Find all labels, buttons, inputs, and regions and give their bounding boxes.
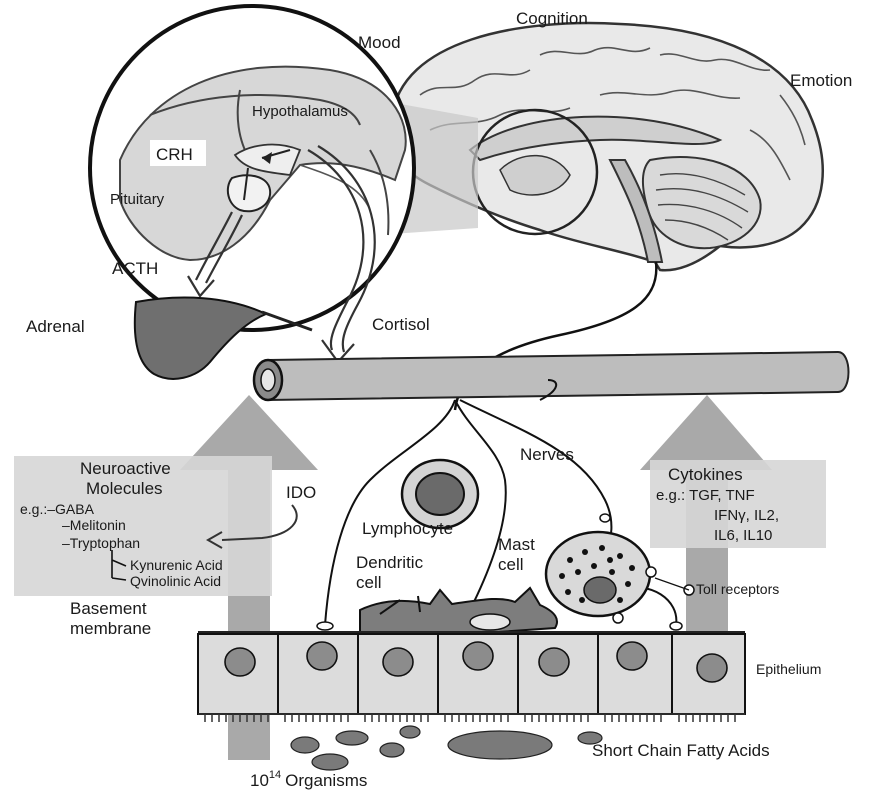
label-ido: IDO <box>286 483 316 502</box>
label-cognition: Cognition <box>516 9 588 28</box>
label-pituitary: Pituitary <box>110 191 165 208</box>
label-epithelium: Epithelium <box>756 661 821 677</box>
label-mast-cell-2: cell <box>498 555 524 574</box>
label-toll-receptors: Toll receptors <box>696 581 779 597</box>
adrenal-gland <box>135 298 266 379</box>
label-mood: Mood <box>358 33 401 52</box>
dendritic-cell <box>360 588 557 636</box>
neuroactive-item-gaba: e.g.:–GABA <box>20 501 95 517</box>
label-short-chain-fatty-acids: Short Chain Fatty Acids <box>592 741 770 760</box>
neuroactive-title-2: Molecules <box>86 479 163 498</box>
label-emotion: Emotion <box>790 71 852 90</box>
label-cortisol: Cortisol <box>372 315 430 334</box>
neuroactive-item-kynurenic: Kynurenic Acid <box>130 557 223 573</box>
cytokines-title: Cytokines <box>668 465 743 484</box>
label-dendritic-cell-1: Dendritic <box>356 553 424 572</box>
label-dendritic-cell-2: cell <box>356 573 382 592</box>
lymphocyte <box>402 460 478 528</box>
cytokines-line-2: IFNγ, IL2, <box>714 507 779 524</box>
label-crh: CRH <box>156 145 193 164</box>
label-mast-cell-1: Mast <box>498 535 535 554</box>
mast-cell <box>546 532 650 616</box>
epithelium-cells <box>198 634 745 714</box>
neuroactive-item-melitonin: –Melitonin <box>62 517 126 533</box>
neuroactive-title-1: Neuroactive <box>80 459 171 478</box>
gut-bacteria <box>291 726 602 770</box>
label-basement-membrane-2: membrane <box>70 619 151 638</box>
hypothalamus-inset <box>90 6 414 330</box>
label-lymphocyte: Lymphocyte <box>362 519 453 538</box>
cytokines-line-1: e.g.: TGF, TNF <box>656 487 755 504</box>
label-nerves: Nerves <box>520 445 574 464</box>
label-adrenal: Adrenal <box>26 317 85 336</box>
cytokines-line-3: IL6, IL10 <box>714 527 772 544</box>
label-basement-membrane-1: Basement <box>70 599 147 618</box>
neuroactive-item-tryptophan: –Tryptophan <box>62 535 140 551</box>
label-acth: ACTH <box>112 259 158 278</box>
microvilli <box>198 714 745 722</box>
neuroactive-item-qvinolinic: Qvinolinic Acid <box>130 573 221 589</box>
label-hypothalamus: Hypothalamus <box>252 103 348 120</box>
